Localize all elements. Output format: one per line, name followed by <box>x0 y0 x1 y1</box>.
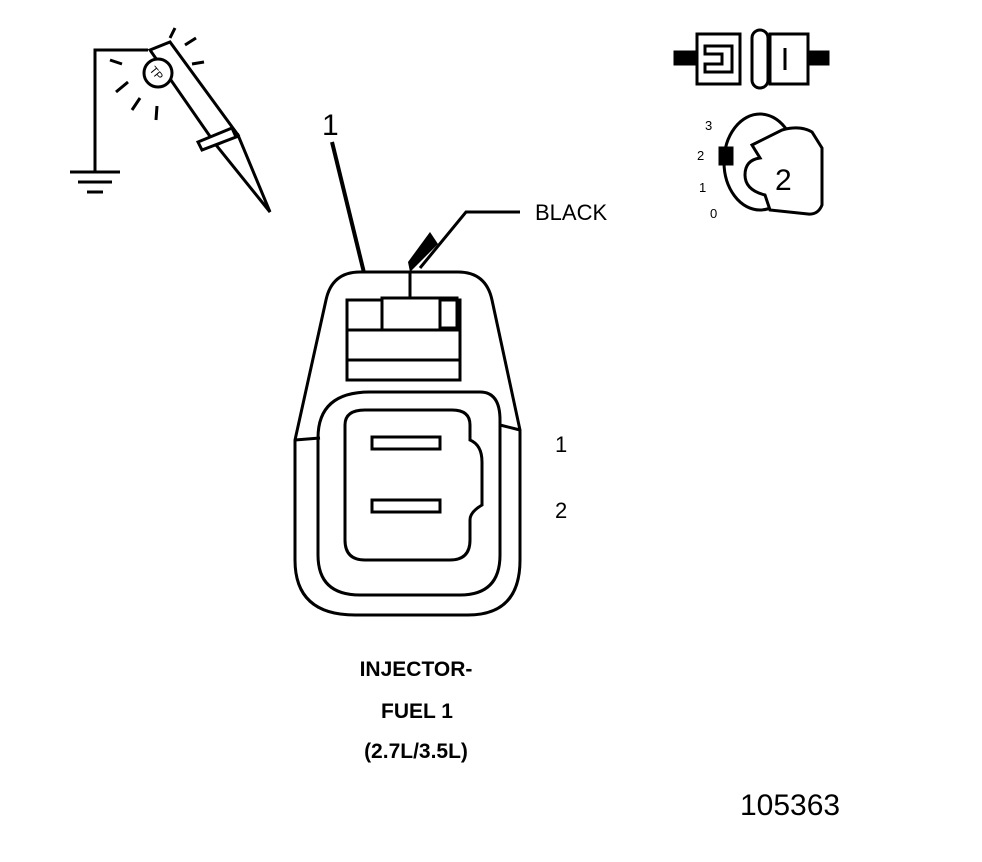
pointer-label: 1 <box>322 109 339 142</box>
key-scale-3: 3 <box>705 118 712 133</box>
ground-symbol-icon <box>70 170 120 194</box>
key-scale-1: 1 <box>699 180 706 195</box>
ignition-key-position-icon <box>718 112 824 216</box>
wire-callout <box>408 210 520 272</box>
test-light-probe-icon: TP <box>70 27 272 213</box>
title-line-1: INJECTOR- <box>360 658 473 681</box>
terminal-pin-2 <box>370 498 442 514</box>
figure-number: 105363 <box>740 789 840 822</box>
key-scale-2: 2 <box>697 148 704 163</box>
key-scale-0: 0 <box>710 206 717 221</box>
pin-label-2: 2 <box>555 498 567 523</box>
wire-color-label: BLACK <box>535 200 607 225</box>
connector-edge-lines <box>294 423 521 442</box>
connector-face <box>293 270 522 617</box>
terminal-pin-1 <box>370 435 442 451</box>
key-current-position: 2 <box>775 164 792 197</box>
pin-label-1: 1 <box>555 432 567 457</box>
title-line-2: FUEL 1 <box>381 700 453 723</box>
title-line-3: (2.7L/3.5L) <box>364 740 468 763</box>
connector-disconnected-icon <box>673 28 830 90</box>
